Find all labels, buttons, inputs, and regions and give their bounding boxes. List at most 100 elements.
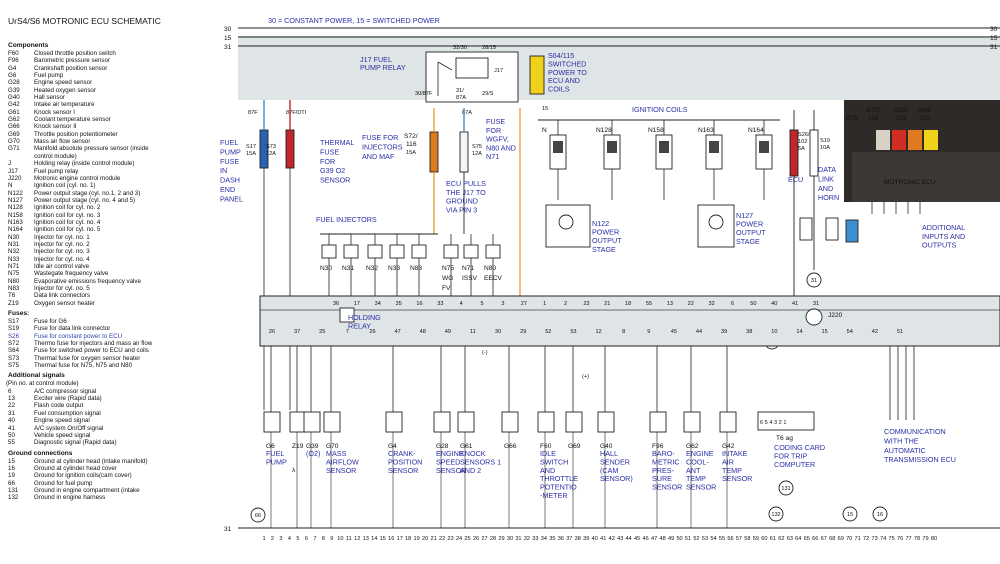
fuse-code: S75: [8, 362, 20, 370]
sensor-desc: SURE: [652, 474, 672, 483]
component-code: N80: [8, 277, 20, 285]
ecu-top-pin: 2: [564, 301, 567, 307]
fuse-s75-label: 12A: [472, 151, 482, 157]
fuse-code: S64: [8, 347, 20, 355]
ecu-low-pin: 39: [721, 329, 727, 335]
component-desc: Throttle position potentiometer: [34, 130, 118, 138]
sensor-symbol: [719, 411, 737, 433]
coding-card-pins: 6 5 4 3 2 1: [760, 420, 786, 426]
sensor-desc: ENGINE: [686, 449, 714, 458]
bottom-number: 19: [414, 536, 420, 542]
ecu-low-pin: 54: [847, 329, 853, 335]
relay-pin: 32/30: [453, 45, 467, 51]
engine-control-module: [259, 295, 1000, 347]
power-panel: [238, 36, 1000, 100]
fuse-s19: [809, 129, 819, 177]
ecu-low-pin: 7: [346, 329, 349, 335]
s64-label: S64/115: [548, 51, 574, 60]
fuse-s75-label: S75: [472, 144, 482, 150]
wgfv-fuse-note: WGFV,: [486, 135, 509, 144]
bottom-number: 5: [296, 536, 299, 542]
bottom-number: 72: [863, 536, 869, 542]
bottom-number: 50: [676, 536, 682, 542]
bottom-number: 4: [288, 536, 291, 542]
ecu-top-pin: 21: [604, 301, 610, 307]
coil-label: N: [542, 127, 547, 134]
wgfv-fuse-note: N71: [486, 152, 499, 161]
sensor-desc: FUEL: [266, 449, 284, 458]
bottom-number: 10: [337, 536, 343, 542]
ground-ref: [872, 506, 888, 522]
fuse-s19-label: S19: [820, 138, 830, 144]
sensor-desc: SENSOR: [388, 466, 418, 475]
bottom-number: 80: [931, 536, 937, 542]
valve: [463, 244, 479, 259]
sensor-ref: G69: [568, 443, 581, 450]
fuse-desc: Thermal fuse for N75, N75 and N80: [34, 362, 133, 370]
sensor-ref: G40: [600, 443, 613, 450]
valve-note: FV: [442, 285, 451, 292]
data-link-note: AND: [818, 184, 833, 193]
component-desc: Manifold absolute pressure sensor (insid…: [34, 145, 149, 153]
coding-card-connector: [757, 411, 815, 431]
ecu-top-pin: 36: [333, 301, 339, 307]
valve-label: N80: [484, 265, 496, 272]
switched-power-fuse: [529, 55, 545, 95]
photo-fuse: [908, 130, 922, 150]
sensor-ref: F96: [652, 443, 664, 450]
component-desc: Coolant temperature sensor: [34, 116, 111, 124]
injector-fuse-note: AND MAF: [362, 152, 395, 161]
bottom-number: 38: [575, 536, 581, 542]
ecu-pulls-note: GROUND: [446, 197, 478, 206]
relay-pin: 31/: [456, 88, 464, 94]
signal-desc: Vehicle speed signal: [34, 431, 91, 439]
component-code: G69: [8, 130, 20, 138]
ecu-top-pin: 17: [354, 301, 360, 307]
component-code: N122: [8, 189, 23, 197]
coil-label: N164: [748, 127, 764, 134]
sensor-ref: G39: [306, 443, 319, 450]
bottom-number: 34: [541, 536, 547, 542]
ecu-low-pin: 49: [445, 329, 451, 335]
sensor-symbol: [649, 411, 667, 433]
signal-code: 31: [8, 409, 15, 417]
sensor-ref: G62: [686, 443, 699, 450]
ecu-top-pin: 33: [437, 301, 443, 307]
bottom-number: 32: [524, 536, 530, 542]
sensor-desc: SENSOR: [436, 466, 466, 475]
bottom-number: 76: [897, 536, 903, 542]
page-title: UrS4/S6 MOTRONIC ECU SCHEMATIC: [8, 16, 161, 26]
component-code: N: [8, 182, 13, 190]
fuse-s73: [285, 129, 295, 169]
bottom-number: 65: [804, 536, 810, 542]
legend-heading: Additional signals: [8, 372, 65, 380]
sensor-desc: HALL: [600, 449, 618, 458]
relay-pin: 87A: [456, 95, 466, 101]
ecu-top-pin: 55: [646, 301, 652, 307]
bottom-number: 61: [770, 536, 776, 542]
ground-desc: Ground at cylinder head (intake manifold…: [34, 457, 148, 465]
photo-fuse: [924, 130, 938, 150]
ecu-top-pin: 5: [481, 301, 484, 307]
valve-note: WG: [442, 275, 453, 282]
bottom-number: 8: [322, 536, 325, 542]
injector-label: N33: [388, 265, 400, 272]
coding-card-note: FOR TRIP: [774, 451, 808, 460]
component-desc: Power output stage (cyl. no. 4 and 5): [34, 196, 136, 204]
bottom-number: 48: [659, 536, 665, 542]
ecu-top-pin: 34: [375, 301, 381, 307]
bottom-number: 73: [872, 536, 878, 542]
ground-code: 16: [8, 464, 15, 472]
component-desc: Intake air temperature: [34, 101, 95, 109]
coil-label: N163: [698, 127, 714, 134]
sensor-desc: AND 2: [460, 466, 481, 475]
signal-desc: A/C system On/Off signal: [34, 424, 104, 432]
